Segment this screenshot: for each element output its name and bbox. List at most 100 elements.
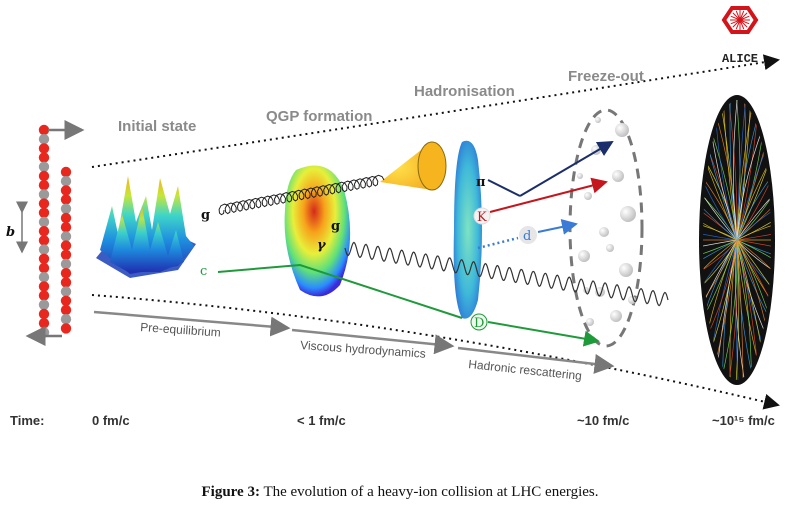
nucleon: [60, 212, 72, 224]
photon-label: γ: [317, 238, 327, 253]
nucleon: [60, 304, 72, 316]
hadron-sphere: [606, 244, 614, 252]
nucleon: [38, 318, 50, 329]
charm-label: c: [200, 264, 207, 279]
kaon-marker: [473, 207, 491, 225]
alice-logo-text: ALICE: [722, 52, 758, 66]
event-track: [736, 164, 771, 241]
d-meson-label: D: [474, 316, 484, 331]
deuteron-label: d: [523, 229, 531, 244]
event-track: [703, 185, 738, 241]
envelope-upper: [91, 54, 780, 168]
hadron-sphere: [612, 170, 624, 182]
nucleon: [60, 203, 72, 214]
nucleon: [60, 323, 72, 334]
hadron-sphere: [619, 263, 633, 277]
event-track: [736, 195, 771, 241]
nucleon: [60, 258, 72, 270]
time-2: ~10 fm/c: [577, 413, 629, 428]
event-track: [703, 239, 738, 306]
phase-pre-equilibrium: Pre-equilibrium: [140, 320, 221, 340]
event-track: [736, 217, 771, 241]
nucleon: [38, 143, 50, 154]
nucleon: [60, 314, 72, 325]
hadron-sphere: [620, 206, 636, 222]
nucleon: [38, 272, 50, 283]
event-track: [736, 239, 771, 295]
hadron-sphere: [610, 310, 622, 322]
nucleon: [60, 176, 72, 187]
nucleon: [38, 134, 50, 145]
initial-state-landscape: [96, 176, 196, 278]
nucleon: [38, 180, 50, 191]
nucleon: [60, 295, 72, 306]
event-track: [736, 239, 771, 367]
event-track: [703, 206, 738, 241]
kaon-label: K: [477, 210, 487, 225]
freeze-out-hadrons: [577, 117, 636, 326]
hadronisation-zone: [453, 140, 482, 319]
event-track: [733, 100, 740, 241]
pion-label: π: [476, 175, 486, 190]
hadron-sphere: [584, 192, 592, 200]
impact-parameter-label: b: [6, 225, 15, 240]
time-label: Time:: [10, 413, 44, 428]
deuteron-track: [537, 219, 578, 235]
event-track: [703, 145, 738, 241]
nucleon: [38, 198, 50, 209]
event-track: [736, 174, 771, 241]
caption-label: Figure 3:: [201, 484, 260, 500]
d-meson-marker: [470, 313, 488, 331]
nucleon: [38, 235, 50, 246]
nucleon: [60, 166, 72, 178]
nucleon: [38, 207, 50, 218]
event-track: [736, 120, 771, 241]
pion-track-outgoing: [519, 140, 614, 197]
hadron-sphere: [615, 123, 629, 137]
event-track: [736, 239, 771, 352]
event-track: [736, 154, 771, 241]
jet-cone-mouth: [417, 141, 447, 191]
time-1: < 1 fm/c: [297, 413, 346, 428]
event-track: [736, 239, 771, 316]
nucleon: [38, 308, 50, 320]
event-track: [736, 239, 771, 252]
kaon-track: [489, 177, 608, 213]
event-track: [736, 239, 771, 335]
event-track: [736, 128, 771, 241]
event-track: [703, 239, 738, 252]
event-track: [736, 137, 771, 241]
nucleon: [38, 216, 50, 228]
event-track: [703, 120, 738, 241]
charm-quark-track: [217, 263, 463, 319]
viscous-hydrodynamics-arrow: [291, 328, 455, 355]
nucleon: [38, 226, 50, 237]
incoming-nucleus-right: [60, 166, 72, 334]
nucleon: [60, 222, 72, 233]
photon-wave: [344, 241, 669, 307]
deuteron-marker: [519, 226, 537, 244]
event-track: [703, 239, 738, 326]
hadron-sphere: [577, 173, 583, 179]
hadron-sphere: [628, 296, 636, 304]
event-track: [736, 228, 771, 241]
nucleon: [38, 253, 50, 264]
nucleon: [38, 161, 50, 172]
nucleon: [38, 262, 50, 274]
time-0: 0 fm/c: [92, 413, 130, 428]
pre-equilibrium-arrow: [93, 310, 291, 337]
event-track: [736, 239, 771, 274]
hadron-sphere: [599, 227, 609, 237]
incoming-nucleus-left: [38, 124, 50, 338]
gluon-out-label: g: [331, 219, 340, 234]
hadron-sphere: [595, 117, 601, 123]
stage-qgp-formation: QGP formation: [266, 108, 372, 125]
event-track: [703, 239, 738, 295]
incoming-gluon: [218, 174, 385, 216]
nucleon: [60, 249, 72, 260]
event-track: [703, 239, 738, 263]
event-track: [703, 239, 738, 274]
figure-caption: Figure 3: The evolution of a heavy-ion c…: [0, 484, 800, 501]
deuteron-track-dotted: [477, 236, 519, 250]
